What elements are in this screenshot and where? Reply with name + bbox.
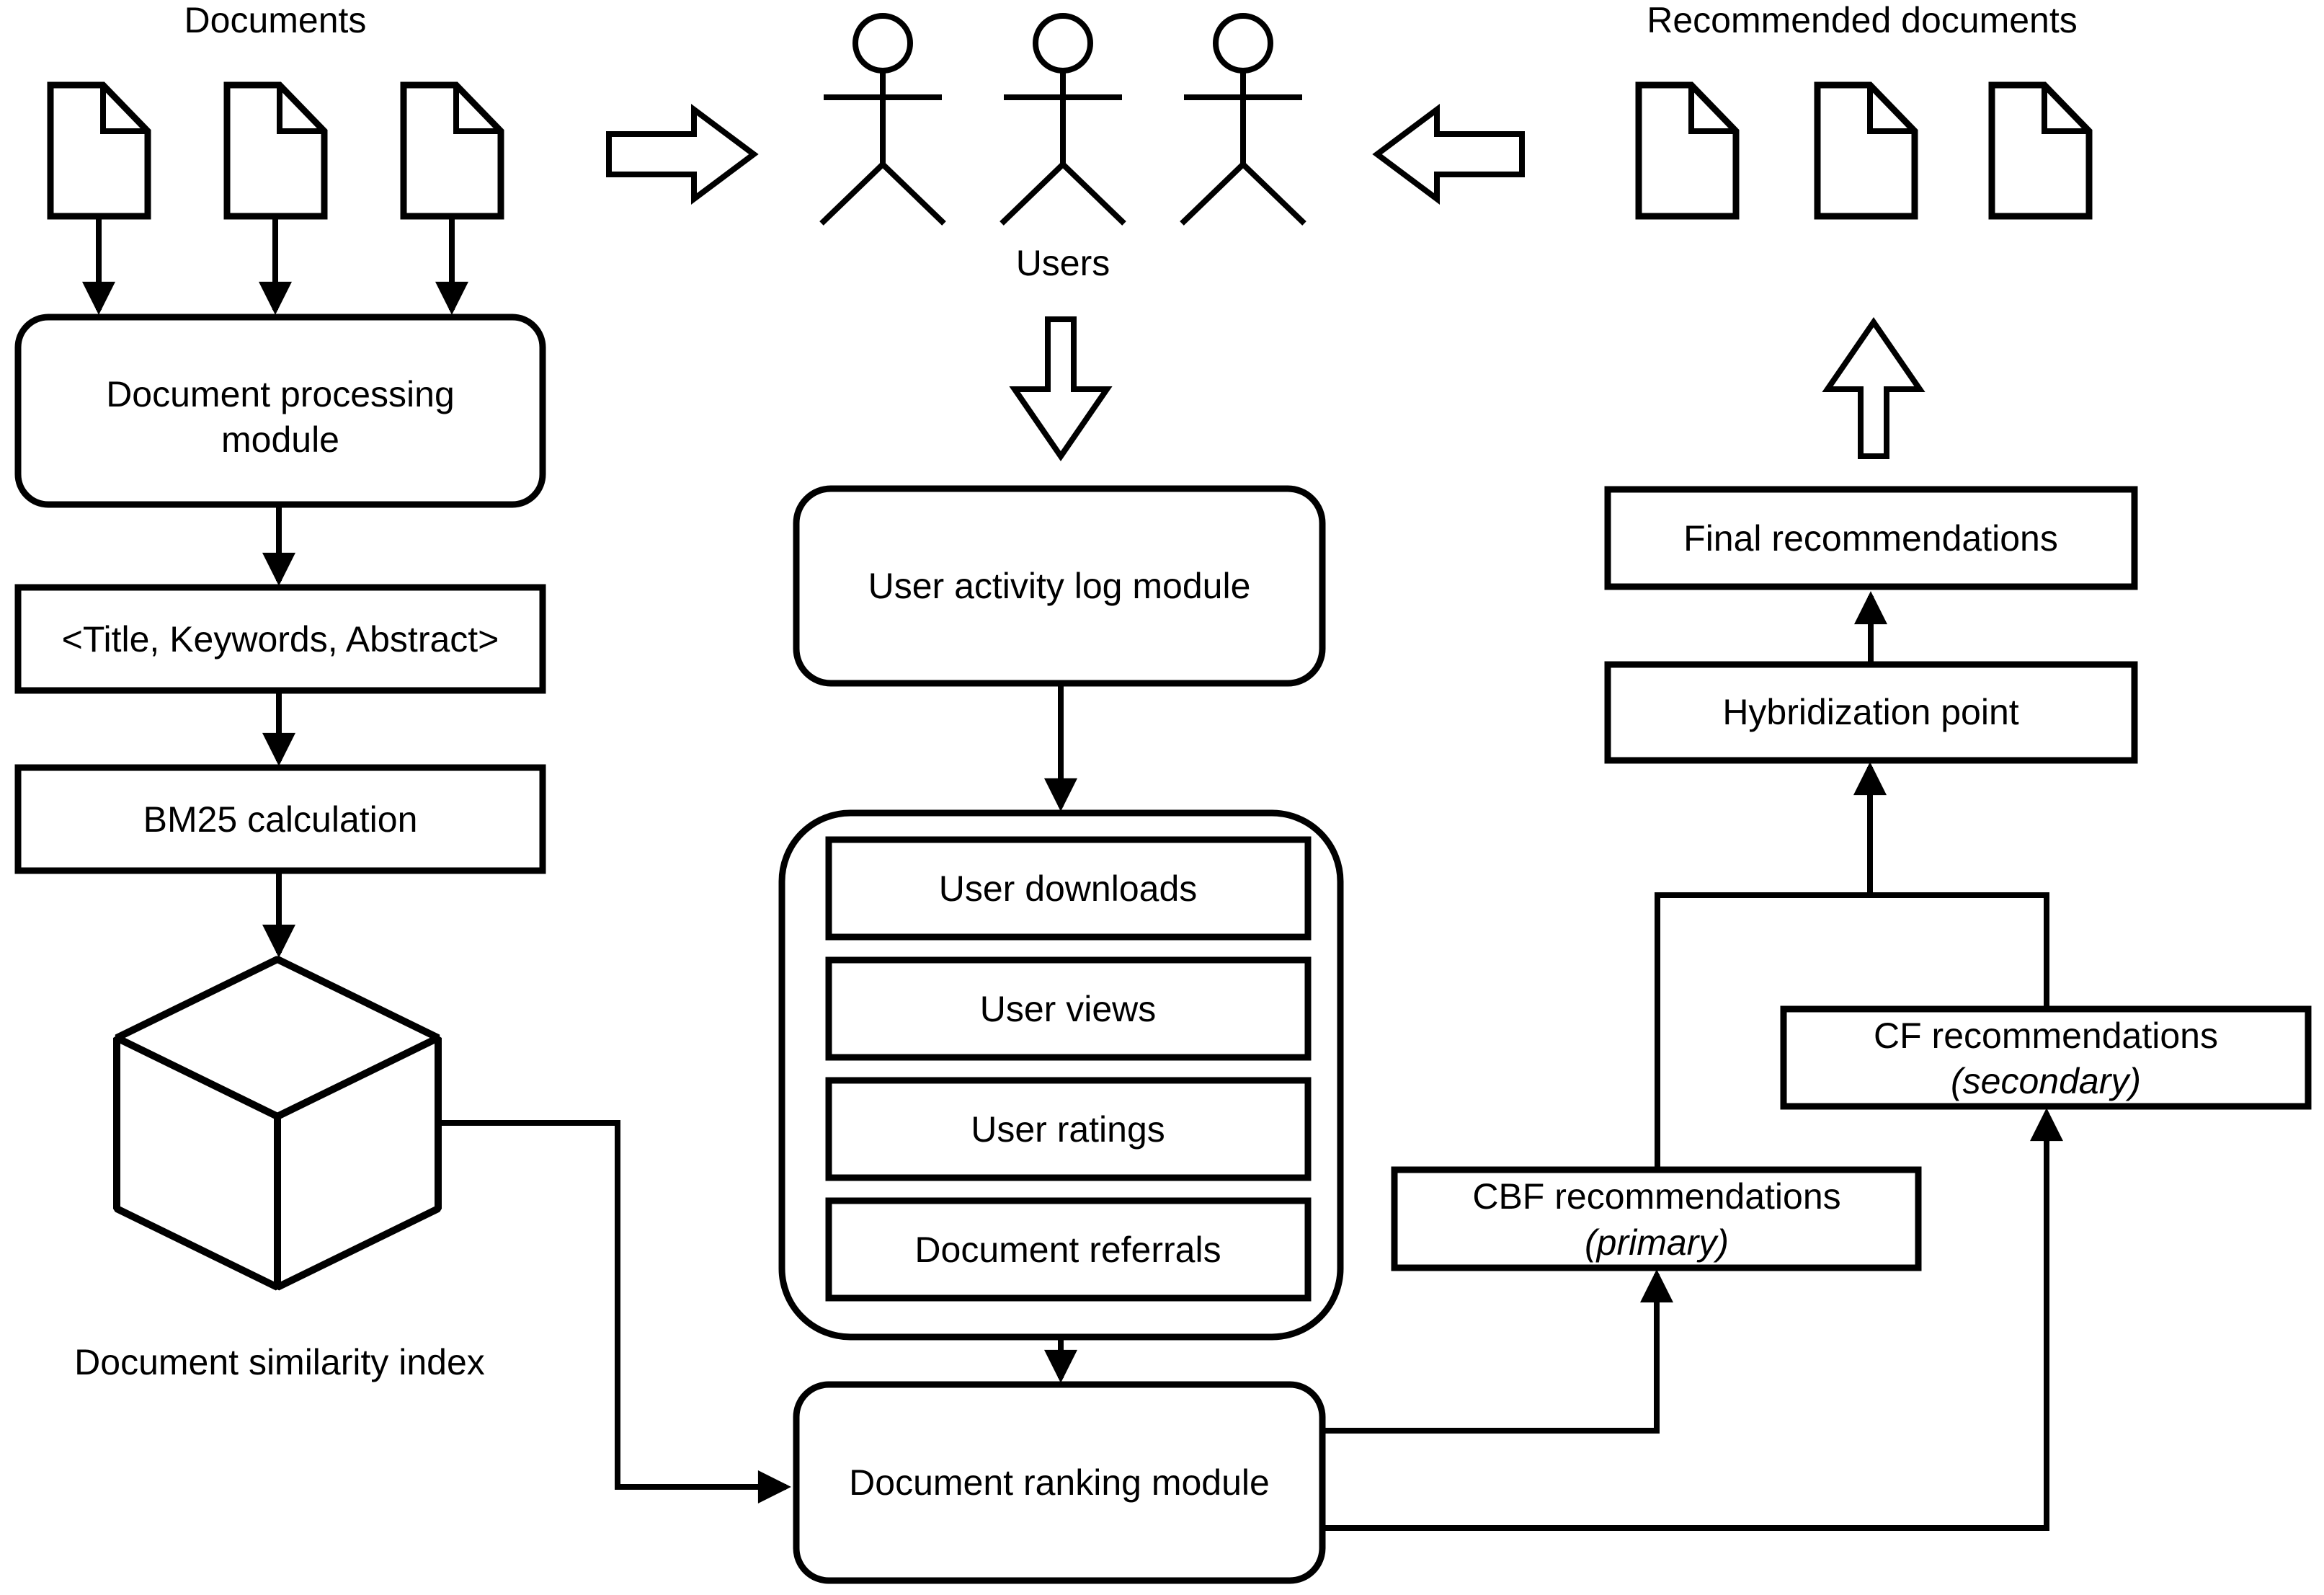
similarity-index-cube-icon — [113, 956, 442, 1291]
block-arrow-left-icon — [1372, 104, 1525, 205]
documents-group: Documents Document processing module <Ti… — [14, 0, 791, 1503]
users-group: Users User activity log module User down… — [606, 13, 1525, 1584]
cf-recommendations-label-line1: CF recommendations — [1874, 1016, 2218, 1056]
documents-label: Documents — [184, 0, 367, 40]
document-icon — [1988, 81, 2093, 220]
final-recommendations-label: Final recommendations — [1683, 518, 2058, 559]
user-views-box — [825, 956, 1312, 1061]
user-views-label: User views — [980, 989, 1156, 1029]
block-arrow-down-icon — [1009, 316, 1113, 462]
cbf-recommendations-box — [1391, 1166, 1922, 1271]
connector-ranking-to-cf — [1322, 1108, 2063, 1531]
connector-similarity-index-to-ranking — [438, 1120, 791, 1503]
document-icon — [1635, 81, 1740, 220]
title-keywords-abstract-label: <Title, Keywords, Abstract> — [62, 619, 499, 659]
document-ranking-module-label: Document ranking module — [849, 1462, 1270, 1503]
cbf-recommendations-label-line1: CBF recommendations — [1472, 1176, 1840, 1217]
document-processing-module-label-line2: module — [221, 419, 339, 460]
cf-recommendations-box — [1780, 1005, 2312, 1110]
user-icon — [819, 13, 946, 226]
document-icon — [1814, 81, 1918, 220]
document-referrals-box — [825, 1197, 1312, 1302]
block-arrow-right-icon — [606, 104, 759, 205]
user-downloads-label: User downloads — [939, 868, 1198, 909]
document-icon — [47, 81, 151, 220]
recommendations-group: Recommended documents Final recommendati… — [1322, 0, 2312, 1531]
cbf-recommendations-label-line2: (primary) — [1585, 1222, 1729, 1263]
hybridization-point-label: Hybridization point — [1722, 692, 2018, 732]
document-processing-module-label-line1: Document processing — [106, 374, 455, 414]
document-referrals-label: Document referrals — [914, 1230, 1221, 1270]
document-ranking-module-box — [793, 1381, 1326, 1584]
document-icon — [400, 81, 504, 220]
user-downloads-box — [825, 836, 1312, 941]
document-similarity-index-label: Document similarity index — [74, 1342, 485, 1382]
connector-ranking-to-cbf — [1322, 1269, 1673, 1434]
user-ratings-label: User ratings — [971, 1109, 1165, 1150]
user-icon — [1000, 13, 1126, 226]
recommended-documents-label: Recommended documents — [1647, 0, 2078, 40]
user-icon — [1180, 13, 1306, 226]
users-label: Users — [1016, 243, 1110, 283]
bm25-calculation-label: BM25 calculation — [143, 799, 418, 840]
final-recommendations-box — [1604, 486, 2138, 590]
cf-recommendations-label-line2: (secondary) — [1951, 1061, 2141, 1101]
block-arrow-up-icon — [1822, 316, 1925, 459]
document-icon — [223, 81, 328, 220]
hybridization-point-box — [1604, 661, 2138, 764]
user-ratings-box — [825, 1077, 1312, 1181]
connector-cbf-cf-merge — [1655, 892, 2049, 1170]
user-activity-log-module-label: User activity log module — [868, 566, 1251, 606]
